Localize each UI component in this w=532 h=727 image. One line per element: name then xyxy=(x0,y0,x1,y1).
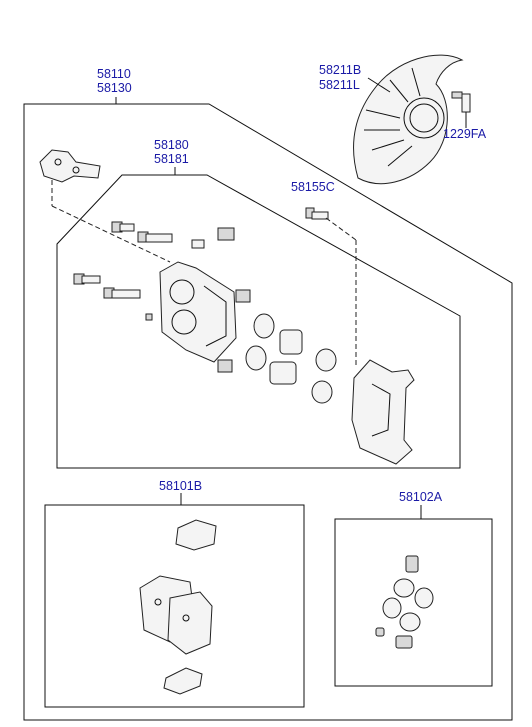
assembly-frame xyxy=(23,97,513,721)
piston-seals xyxy=(245,313,337,404)
guide-pins xyxy=(217,289,251,373)
label-assembly-a: 58110 xyxy=(97,67,131,81)
caliper-bolts xyxy=(73,221,173,321)
label-assembly-b: 58130 xyxy=(97,81,132,95)
seal-kit-frame xyxy=(334,505,493,687)
bleeder-screw xyxy=(191,227,235,249)
pad-clip-bottom xyxy=(163,667,203,695)
caliper-body xyxy=(159,261,237,363)
pad-kit-frame xyxy=(44,493,305,708)
label-dust-cover-a: 58211B xyxy=(319,63,361,77)
cover-bolt xyxy=(451,91,471,128)
label-caliper-a: 58180 xyxy=(154,138,189,152)
seal-kit-parts xyxy=(375,555,434,649)
caliper-frame xyxy=(56,167,461,469)
dust-cover-leader xyxy=(367,77,391,93)
mounting-bracket xyxy=(39,149,171,263)
label-carrier-bolt: 58155C xyxy=(291,180,335,194)
label-caliper-b: 58181 xyxy=(154,152,189,166)
dust-cover xyxy=(353,54,464,185)
carrier-bolt xyxy=(305,207,357,368)
caliper-carrier xyxy=(351,359,415,465)
label-seal-kit: 58102A xyxy=(399,490,443,504)
label-dust-cover-b: 58211L xyxy=(319,78,360,92)
label-pad-kit: 58101B xyxy=(159,479,202,493)
pad-clip-top xyxy=(175,519,217,551)
pistons xyxy=(269,329,303,385)
brake-pads xyxy=(139,575,213,655)
label-cover-bolt: 1229FA xyxy=(443,127,487,141)
